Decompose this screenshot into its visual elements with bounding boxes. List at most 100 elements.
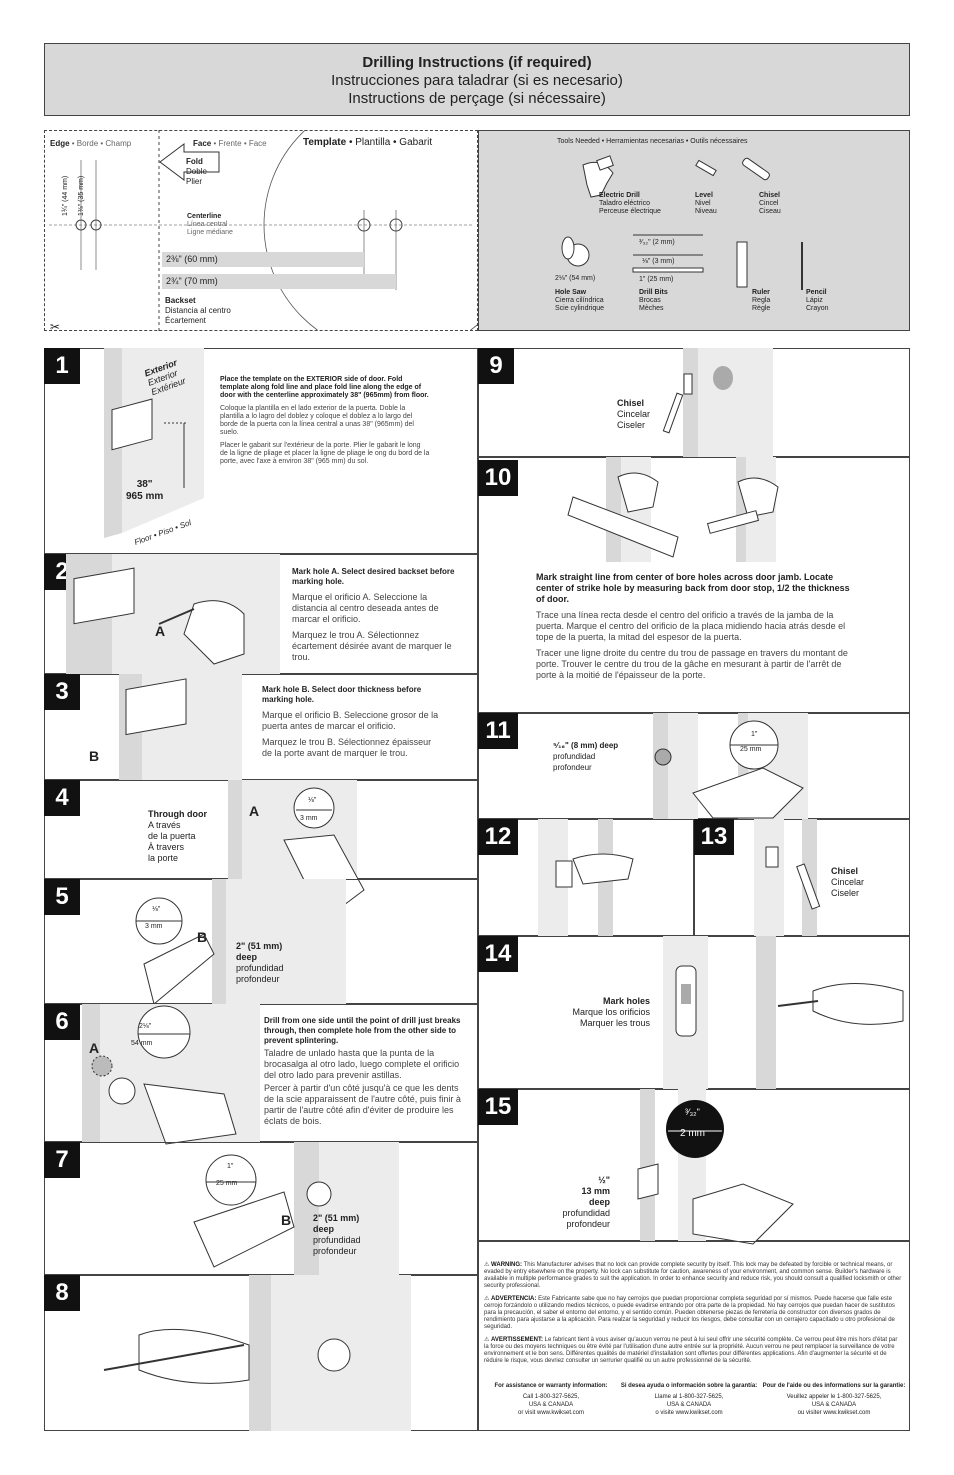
step-6-text: Drill from one side until the point of d…: [264, 1016, 461, 1126]
step-15-size-mm: 2 mm: [680, 1128, 705, 1139]
assistance-es: Si desea ayuda o información sobre la ga…: [620, 1383, 758, 1416]
step-3-number: 3: [44, 674, 80, 710]
step-5-number: 5: [44, 879, 80, 915]
step-12-number: 12: [478, 819, 518, 855]
step-2-drawing: [66, 554, 280, 674]
step-4-size-mm: 3 mm: [300, 815, 318, 822]
face-label: Face • Frente • Face: [193, 139, 267, 148]
step-8-drawing: [103, 1275, 411, 1431]
template-cutout: [44, 130, 478, 331]
step-10-number: 10: [478, 460, 518, 496]
step-1-number: 1: [44, 348, 80, 384]
step-8-number: 8: [44, 1275, 80, 1311]
step-6-mark: A: [89, 1040, 100, 1056]
step-7-panel: [44, 1142, 478, 1275]
step-12-panel: [478, 819, 694, 936]
backset-60-label: 2⅜" (60 mm): [166, 254, 218, 264]
step-5-mark: B: [197, 929, 208, 945]
bit-2mm: ³⁄₃₂" (2 mm): [639, 239, 675, 246]
step-3-drawing: [119, 674, 242, 780]
step-5-size-in: ⅛": [152, 906, 161, 913]
step-14-number: 14: [478, 936, 518, 972]
hole-saw-size: 2⅛" (54 mm): [555, 275, 596, 282]
step-6-size-in: 2⅛": [139, 1023, 152, 1030]
bit-25mm: 1" (25 mm): [639, 276, 674, 283]
step-4-mark: A: [249, 803, 260, 819]
tools-panel: [478, 130, 910, 331]
step-4-number: 4: [44, 780, 80, 816]
title-fr: Instructions de perçage (si nécessaire): [348, 90, 606, 107]
step-1-text: Place the template on the EXTERIOR side …: [220, 376, 430, 465]
step-9-drawing: [662, 348, 773, 457]
step-13-drawing: [754, 819, 821, 936]
step-10-panel: [478, 457, 910, 713]
step-7-size-in: 1": [227, 1163, 234, 1170]
step-6-panel: [44, 1004, 478, 1142]
step-11-size-mm: 25 mm: [740, 746, 762, 753]
warnings-panel: [478, 1241, 910, 1431]
step-7-number: 7: [44, 1142, 80, 1178]
step-6-number: 6: [44, 1004, 80, 1040]
step-10-drawing: [567, 457, 779, 562]
warning-en: ⚠ WARNING: This Manufacturer advises tha…: [484, 1262, 902, 1289]
step-11-size-in: 1": [751, 731, 758, 738]
step-6-drawing: [82, 1004, 260, 1145]
step-15-drawing: [637, 1089, 794, 1245]
edge-label: Edge • Borde • Champ: [50, 139, 132, 148]
step-6-size-mm: 54 mm: [131, 1040, 153, 1047]
tools-drawing: [561, 155, 803, 290]
step-13-number: 13: [694, 819, 734, 855]
assistance-fr: Pour de l'aide ou des informations sur l…: [762, 1383, 906, 1416]
step-3-text: Mark hole B. Select door thickness befor…: [262, 685, 439, 758]
warning-es: ⚠ ADVERTENCIA: Este Fabricante sabe que …: [484, 1296, 895, 1330]
step-5-size-mm: 3 mm: [145, 923, 163, 930]
template-label: Template • Plantilla • Gabarit: [303, 137, 433, 148]
step-1-panel: [44, 348, 478, 554]
step-15-size-in: ³⁄₃₂": [685, 1107, 700, 1117]
backset-70-label: 2¾" (70 mm): [166, 276, 218, 286]
step-9-number: 9: [478, 348, 514, 384]
step-3-mark: B: [89, 748, 100, 764]
warning-fr: ⚠ AVERTISSEMENT: Le fabricant tient à vo…: [484, 1337, 898, 1364]
bit-3mm: ⅛" (3 mm): [642, 258, 675, 265]
step-11-drawing: [653, 713, 808, 819]
step-2-mark: A: [155, 623, 166, 639]
assistance-en: For assistance or warranty information: …: [494, 1383, 608, 1416]
step-11-number: 11: [478, 713, 518, 749]
step-5-drawing: [135, 879, 346, 1005]
step-14-drawing: [663, 936, 904, 1089]
header-banner: Drilling Instructions (if required) Inst…: [44, 43, 910, 116]
step-2-text: Mark hole A. Select desired backset befo…: [292, 567, 455, 662]
step-1-drawing: [104, 348, 204, 538]
step-12-drawing: [538, 819, 634, 936]
svg-text:✂: ✂: [50, 320, 60, 334]
step-7-mark: B: [281, 1212, 292, 1228]
template-drawing: ✂: [49, 130, 477, 334]
step-4-size-in: ⅛": [308, 797, 317, 804]
step-3-panel: [44, 674, 478, 780]
title-es: Instrucciones para taladrar (si es neces…: [331, 72, 623, 89]
title-en: Drilling Instructions (if required): [362, 54, 592, 71]
step-7-drawing: [193, 1142, 399, 1275]
step-7-size-mm: 25 mm: [216, 1180, 238, 1187]
step-10-text: Mark straight line from center of bore h…: [536, 572, 850, 680]
step-15-number: 15: [478, 1089, 518, 1125]
tools-heading: Tools Needed • Herramientas necesarias •…: [557, 138, 748, 145]
